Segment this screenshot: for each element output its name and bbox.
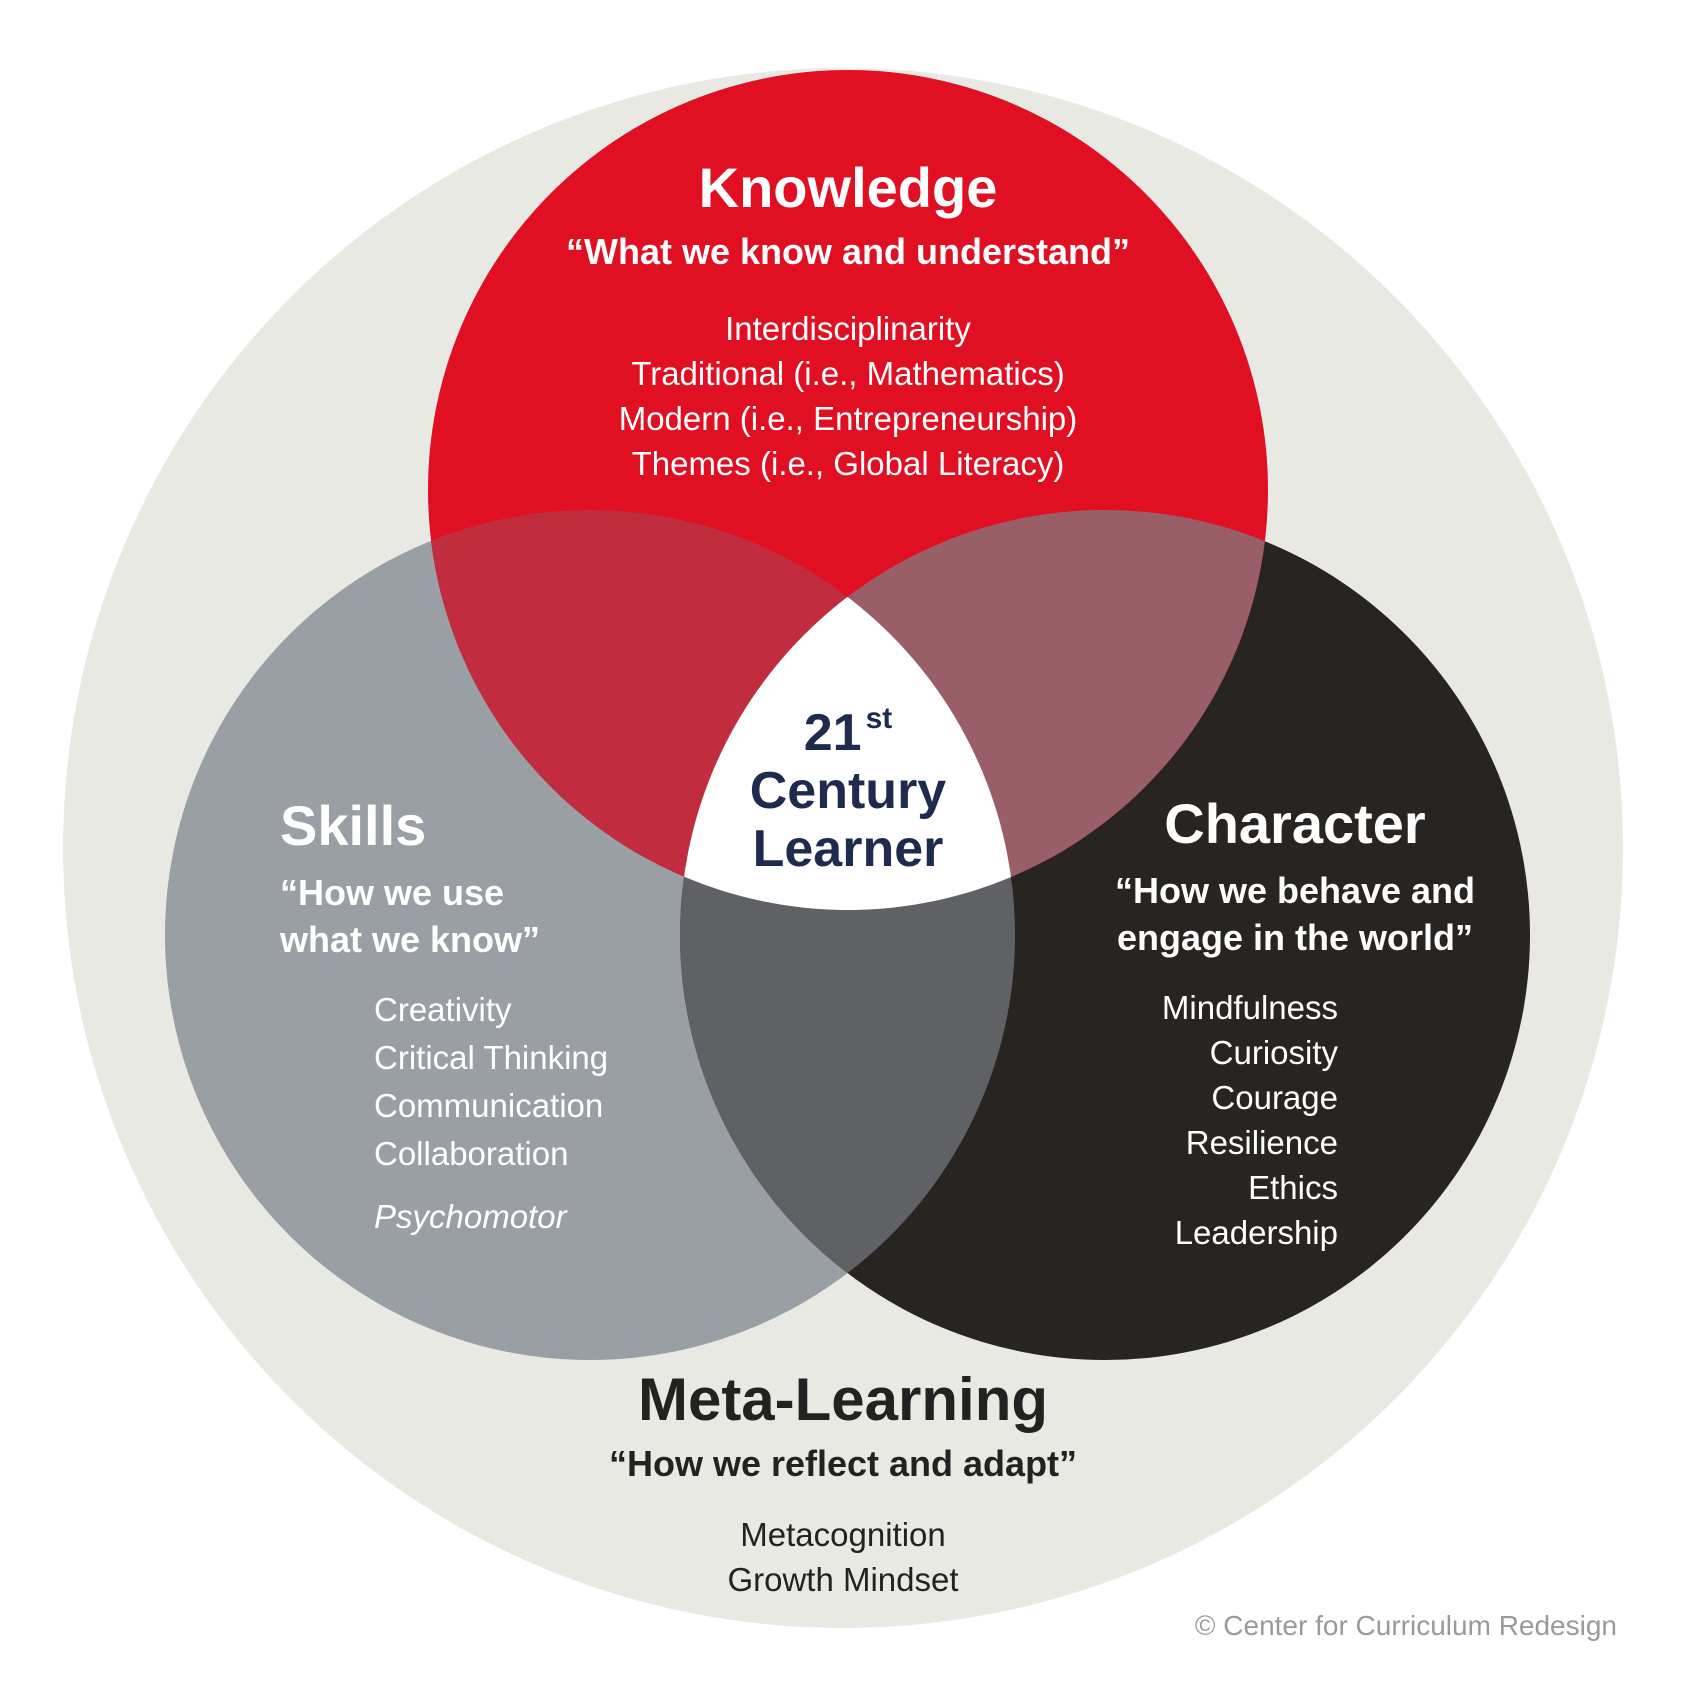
skills-quote-line2: what we know” xyxy=(280,919,541,960)
knowledge-quote: “What we know and understand” xyxy=(565,231,1131,272)
copyright-notice: © Center for Curriculum Redesign xyxy=(1194,1610,1617,1641)
skills-item: Communication xyxy=(374,1087,604,1124)
character-item: Courage xyxy=(1211,1079,1338,1116)
center-region xyxy=(680,510,1015,910)
center-line3: Learner xyxy=(752,820,944,878)
skills-quote-line1: “How we use xyxy=(280,872,505,913)
meta-title: Meta-Learning xyxy=(637,1366,1049,1433)
character-quote-line1: “How we behave and xyxy=(1114,870,1476,911)
knowledge-item: Traditional (i.e., Mathematics) xyxy=(631,355,1065,392)
center-line2: Century xyxy=(749,762,947,820)
character-quote-line2: engage in the world” xyxy=(1116,917,1474,958)
character-items: Mindfulness Curiosity Courage Resilience… xyxy=(1000,985,1338,1255)
character-item: Ethics xyxy=(1248,1169,1338,1206)
center-suffix: st xyxy=(865,702,893,735)
center-number: 21 xyxy=(803,704,862,762)
skills-item: Creativity xyxy=(374,991,512,1028)
knowledge-item: Modern (i.e., Entrepreneurship) xyxy=(618,400,1078,437)
character-item: Leadership xyxy=(1174,1214,1338,1251)
character-title: Character xyxy=(1164,792,1426,855)
skills-items: Creativity Critical Thinking Communicati… xyxy=(374,986,608,1178)
meta-item: Growth Mindset xyxy=(727,1561,959,1598)
character-item: Curiosity xyxy=(1209,1034,1338,1071)
character-item: Resilience xyxy=(1185,1124,1338,1161)
meta-quote: “How we reflect and adapt” xyxy=(608,1443,1078,1484)
skills-extra: Psychomotor xyxy=(374,1198,567,1235)
meta-item: Metacognition xyxy=(740,1516,946,1553)
knowledge-item: Interdisciplinarity xyxy=(725,310,971,347)
knowledge-title: Knowledge xyxy=(698,156,998,219)
meta-items: Metacognition Growth Mindset xyxy=(593,1512,1093,1602)
knowledge-item: Themes (i.e., Global Literacy) xyxy=(631,445,1065,482)
skills-item: Collaboration xyxy=(374,1135,569,1172)
character-item: Mindfulness xyxy=(1161,989,1338,1026)
skills-item: Critical Thinking xyxy=(374,1039,609,1076)
skills-title: Skills xyxy=(280,794,427,857)
knowledge-items: Interdisciplinarity Traditional (i.e., M… xyxy=(498,306,1198,486)
